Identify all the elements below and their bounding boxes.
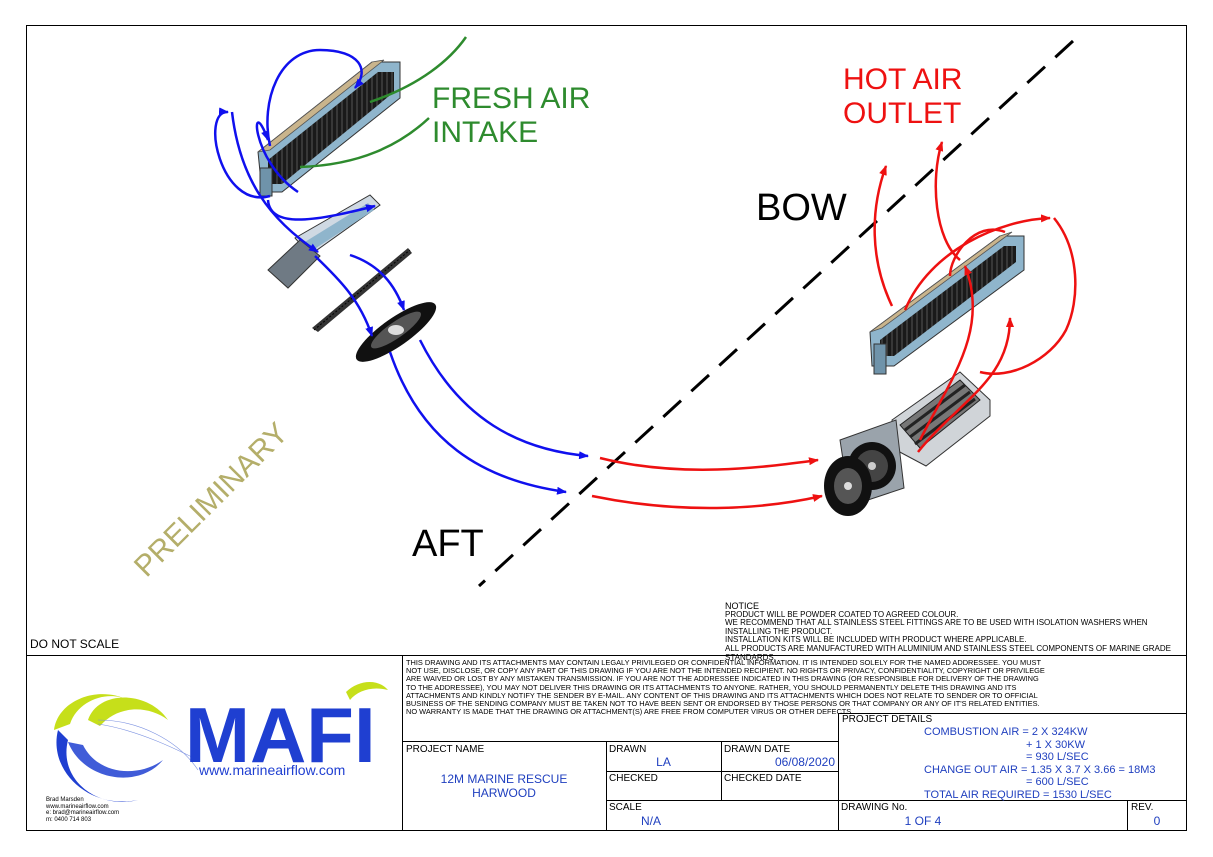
drawing-no-label: DRAWING No. [841,802,908,813]
confidentiality-disclaimer: THIS DRAWING AND ITS ATTACHMENTS MAY CON… [406,658,1045,717]
project-detail-line: + 1 X 30KW [1026,738,1086,751]
fan-guard-mesh [312,248,412,332]
mafi-logo: MAFI [54,681,388,802]
fresh-air-label-line1: FRESH AIR [432,82,591,115]
notice-line: INSTALLING THE PRODUCT. [725,626,833,636]
contact-mobile: m: 0400 714 803 [46,816,92,823]
notice-line: ALL PRODUCTS ARE MANUFACTURED WITH ALUMI… [725,643,1171,662]
drawn-label: DRAWN [609,744,647,755]
project-name-label: PROJECT NAME [406,744,485,755]
notice-line: WE RECOMMEND THAT ALL STAINLESS STEEL FI… [725,618,1148,628]
contact-details: Brad Marsden www.marineairflow.com e: br… [46,797,119,823]
checked-date-label: CHECKED DATE [724,773,802,784]
intake-fan-unit [355,302,437,362]
title-block-line [402,741,838,742]
title-block-divider [838,713,839,831]
drawn-date-value: 06/08/2020 [774,755,835,769]
hot-air-flow-arrows [591,141,1077,510]
hot-air-outlet-vent [869,231,1025,375]
filter-transition-piece [267,194,381,289]
title-block-top-border [26,655,1187,656]
fresh-air-intake-vent [257,59,401,197]
title-block-divider [402,655,403,831]
project-detail-line: = 600 L/SEC [1026,776,1089,788]
fresh-air-leader-lines [299,36,468,169]
contact-website[interactable]: www.marineairflow.com [46,803,109,810]
title-block-divider [1127,800,1128,831]
project-detail-line: TOTAL AIR REQUIRED = 1530 L/SEC [924,788,1112,801]
title-block-line [606,800,1187,801]
project-detail-line: = 930 L/SEC [1026,751,1089,763]
notice-line: PRODUCT WILL BE POWDER COATED TO AGREED … [725,609,959,619]
title-block-divider [721,741,722,800]
contact-email[interactable]: e: brad@marineairflow.com [46,810,120,816]
notice-block: NOTICE PRODUCT WILL BE POWDER COATED TO … [725,602,1213,662]
hot-air-label-line2: OUTLET [843,97,962,130]
drawn-value: LA [656,755,671,769]
scale-label: SCALE [609,802,642,813]
title-block-line [838,713,1187,714]
fresh-air-label-line2: INTAKE [432,116,539,149]
project-detail-line: COMBUSTION AIR = 2 X 324KW [924,726,1088,738]
logo-url[interactable]: www.marineairflow.com [199,762,346,778]
bow-label: BOW [756,187,847,229]
do-not-scale-note: DO NOT SCALE [30,637,120,651]
rev-value: 0 [1153,814,1161,828]
project-detail-line: CHANGE OUT AIR = 1.35 X 3.7 X 3.66 = 18M… [924,763,1156,776]
logo-brand-text: MAFI [185,691,376,779]
notice-line: INSTALLATION KITS WILL BE INCLUDED WITH … [725,635,1027,645]
project-name-line1: 12M MARINE RESCUE [440,772,568,786]
scale-value: N/A [640,814,661,828]
bow-aft-divider-line [477,39,1075,588]
fresh-air-flow-arrows [214,48,589,495]
project-details-values: COMBUSTION AIR = 2 X 324KW + 1 X 30KW = … [840,726,1186,801]
contact-name: Brad Marsden [46,797,84,803]
notice-title: NOTICE [725,601,760,611]
aft-label: AFT [412,523,484,565]
title-block-divider [606,741,607,831]
title-block-line [606,771,838,772]
checked-label: CHECKED [609,773,658,784]
drawing-no-value: 1 OF 4 [904,814,942,828]
hot-air-label-line1: HOT AIR [843,63,963,96]
drawn-date-label: DRAWN DATE [724,744,791,755]
rev-label: REV. [1131,802,1154,813]
outlet-fan-unit [824,456,872,516]
project-name-line2: HARWOOD [472,786,536,800]
project-details-label: PROJECT DETAILS [842,714,933,725]
